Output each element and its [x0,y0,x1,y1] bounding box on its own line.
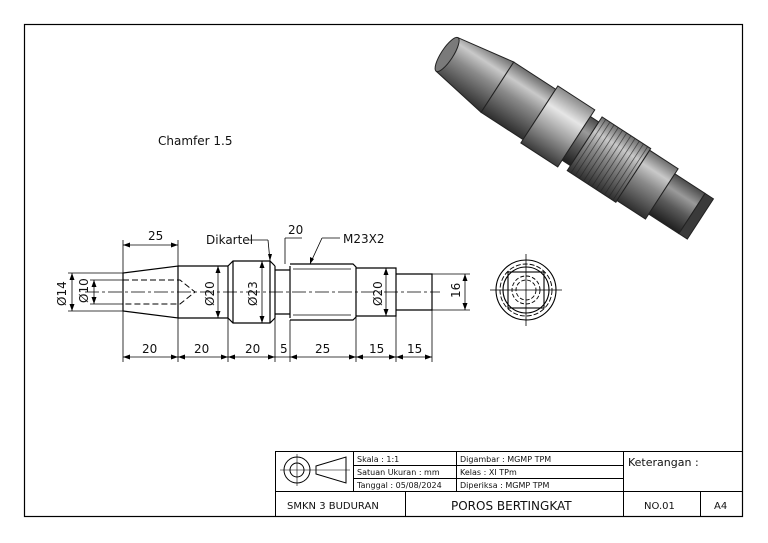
side-view [490,254,562,326]
dim-dia-23: Ø23 [246,281,260,306]
dim-seg-5: 25 [315,342,330,356]
dimension-arrows [69,242,468,360]
tb-checked-by: Diperiksa : MGMP TPM [460,481,549,490]
dim-dia-20-left: Ø20 [203,281,217,306]
callout-knurl: Dikartel [206,233,253,247]
callout-thread: M23X2 [343,232,384,246]
tb-drawing-no: NO.01 [644,501,675,512]
dim-dia-14: Ø14 [55,281,69,306]
dim-flat-16: 16 [449,283,463,298]
tb-paper-size: A4 [714,501,727,512]
tb-drawing-title: POROS BERTINGKAT [451,499,572,513]
dim-dia-20-right: Ø20 [371,281,385,306]
dim-seg-1: 20 [142,342,157,356]
sheet-border [23,23,744,518]
dim-seg-6: 15 [369,342,384,356]
tb-school: SMKN 3 BUDURAN [287,501,379,512]
tb-drawn-by: Digambar : MGMP TPM [460,455,551,464]
tb-units: Satuan Ukuran : mm [357,468,440,477]
dim-seg-7: 15 [407,342,422,356]
tb-remarks: Keterangan : [628,456,699,469]
dim-seg-3: 20 [245,342,260,356]
dim-cone-length: 25 [148,229,163,243]
tb-scale: Skala : 1:1 [357,455,399,464]
dim-dia-10: Ø10 [77,278,91,303]
dim-seg-4: 5 [280,342,288,356]
callout-groove: 20 [288,223,303,237]
chamfer-note: Chamfer 1.5 [158,134,232,148]
tb-class: Kelas : XI TPm [460,468,517,477]
dim-seg-2: 20 [194,342,209,356]
title-block [275,451,743,517]
isometric-view [434,36,715,240]
dimension-lines [68,237,470,362]
tb-date: Tanggal : 05/08/2024 [356,481,442,490]
